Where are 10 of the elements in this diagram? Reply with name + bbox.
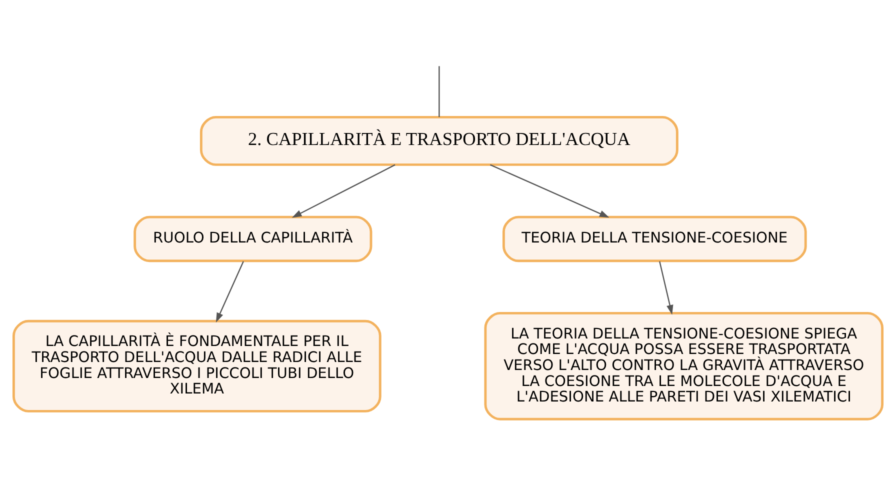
node-box: 2. CAPILLARITÀ E TRASPORTO DELL'ACQUA bbox=[200, 116, 678, 166]
arrow bbox=[659, 260, 674, 314]
node-box: TEORIA DELLA TENSIONE-COESIONE bbox=[502, 215, 807, 262]
node-box: LA TEORIA DELLA TENSIONE-COESIONE SPIEGA COME L'ACQUA POSSA ESSERE TRASPORTATA VERSO L'ALTO CONTRO LA GRAVITÀ ATTRAVERSO LA COESIONE TRA LE MOLECOLE D'ACQUA E L'ADESIONE ALLE PARETI DEI VASI XILEMATICI bbox=[484, 312, 884, 420]
connector bbox=[438, 66, 440, 117]
node-box: RUOLO DELLA CAPILLARITÀ bbox=[134, 215, 372, 262]
arrow bbox=[292, 164, 396, 218]
node-box: LA CAPILLARITÀ È FONDAMENTALE PER IL TRASPORTO DELL'ACQUA DALLE RADICI ALLE FOGLIE ATTRAVERSO I PICCOLI TUBI DELLO XILEMA bbox=[12, 319, 382, 412]
arrow bbox=[216, 260, 244, 322]
arrow bbox=[490, 164, 610, 218]
